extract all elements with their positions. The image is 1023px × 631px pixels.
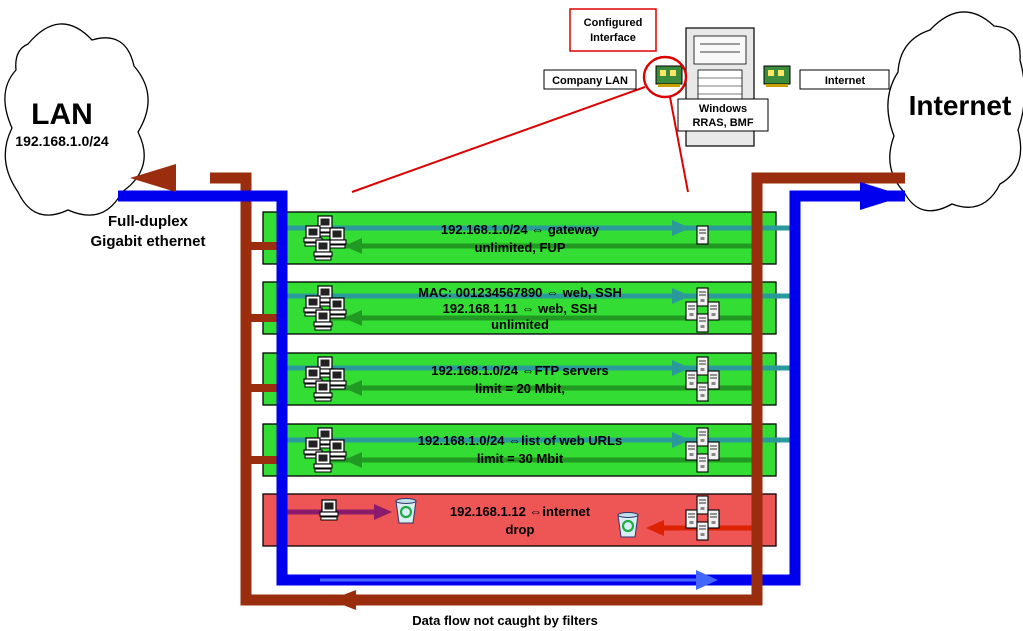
configured-label-2: Interface <box>590 32 636 44</box>
bottom-caption: Data flow not caught by filters <box>412 613 598 628</box>
drop-bin-icon-right <box>616 511 640 539</box>
filter-row-2: MAC: 001234567890 ⇔ web, SSH 192.168.1.1… <box>246 281 795 335</box>
drop-bin-icon <box>394 497 418 525</box>
lan-subnet: 192.168.1.0/24 <box>15 133 109 149</box>
os-box <box>677 98 769 132</box>
configured-label-1: Configured <box>584 17 643 29</box>
link-label-line1: Full-duplex <box>108 213 189 230</box>
company-lan-label: Company LAN <box>552 75 628 87</box>
lan-cloud <box>4 23 149 216</box>
flow-pipes <box>118 164 905 610</box>
os-label-1: Windows <box>699 103 747 115</box>
filter-1-rule: 192.168.1.0/24 ⇔ gateway <box>441 222 600 237</box>
configured-interface-highlight <box>642 55 688 99</box>
link-label-line2: Gigabit ethernet <box>90 233 205 250</box>
filter-5-action: drop <box>506 522 535 537</box>
internet-box <box>799 69 890 90</box>
filter-row-5-drop: 192.168.1.12 ⇔internet drop <box>262 493 777 547</box>
filter-4-rule: 192.168.1.0/24 ⇔list of web URLs <box>418 433 622 448</box>
internet-nic-label: Internet <box>825 75 866 87</box>
filter-4-limit: limit = 30 Mbit <box>477 451 564 466</box>
highlight-line-left <box>351 86 646 193</box>
filter-2-rule-ip: 192.168.1.11 ⇔ web, SSH <box>443 301 598 316</box>
lan-nic-icon <box>655 65 683 88</box>
filter-2-limit: unlimited <box>491 317 549 332</box>
internet-cloud <box>887 11 1023 212</box>
filter-3-limit: limit = 20 Mbit, <box>475 381 565 396</box>
filter-3-rule: 192.168.1.0/24 ⇔FTP servers <box>431 363 609 378</box>
internet-title: Internet <box>909 90 1012 121</box>
filter-row-1: 192.168.1.0/24 ⇔ gateway unlimited, FUP <box>246 211 795 265</box>
filter-1-limit: unlimited, FUP <box>475 240 566 255</box>
highlight-line-right <box>669 96 689 193</box>
internet-nic-icon <box>763 65 791 88</box>
company-lan-box <box>543 69 637 90</box>
filter-2-rule-mac: MAC: 001234567890 ⇔ web, SSH <box>418 285 622 300</box>
filter-row-4: 192.168.1.0/24 ⇔list of web URLs limit =… <box>246 423 795 477</box>
filter-row-3: 192.168.1.0/24 ⇔FTP servers limit = 20 M… <box>246 352 795 406</box>
configured-interface-box <box>569 8 657 52</box>
filter-5-rule: 192.168.1.12 ⇔internet <box>450 504 591 519</box>
lan-title: LAN <box>31 98 93 131</box>
os-label-2: RRAS, BMF <box>692 117 753 129</box>
